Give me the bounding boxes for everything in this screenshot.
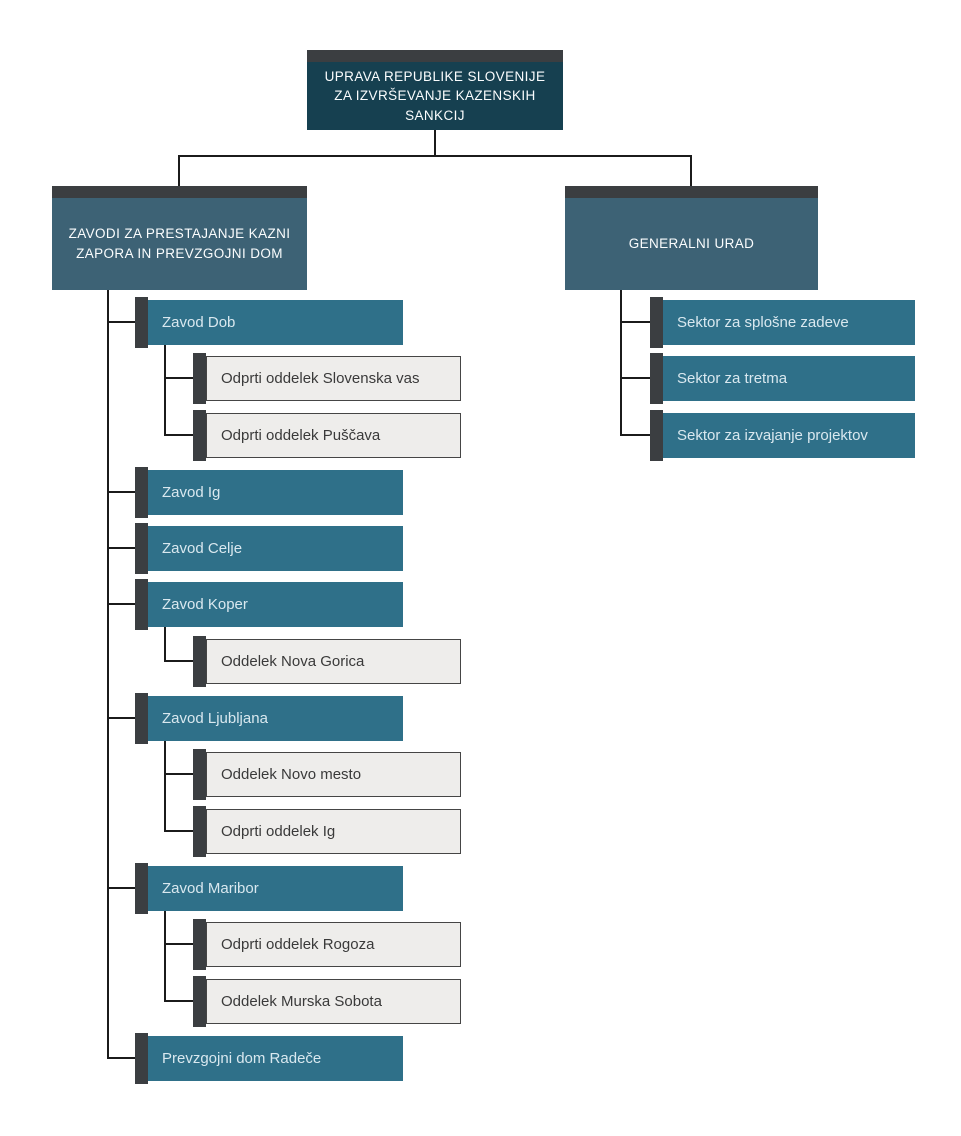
connector-line: [107, 547, 135, 549]
node-side-bar: [650, 297, 663, 348]
node-label: Sektor za tretma: [677, 370, 788, 387]
connector-line: [164, 345, 166, 436]
node-side-bar: [193, 353, 206, 404]
node-label: Zavod Koper: [162, 596, 248, 613]
org-node-odprti-oddelek-puscava: Odprti oddelek Puščava: [193, 410, 461, 461]
connector-line: [107, 321, 135, 323]
connector-line: [690, 155, 692, 186]
node-side-bar: [193, 410, 206, 461]
connector-line: [107, 887, 135, 889]
node-label: Sektor za splošne zadeve: [677, 314, 849, 331]
node-label: Prevzgojni dom Radeče: [162, 1050, 322, 1067]
org-node-sektor-izvajanje-projektov: Sektor za izvajanje projektov: [650, 410, 915, 461]
connector-line: [164, 943, 193, 945]
org-node-generalni-urad: GENERALNI URAD: [565, 186, 818, 290]
connector-line: [620, 434, 650, 436]
connector-line: [164, 830, 193, 832]
org-node-zavod-maribor: Zavod Maribor: [135, 863, 403, 914]
org-node-sektor-splosne-zadeve: Sektor za splošne zadeve: [650, 297, 915, 348]
node-label: Odprti oddelek Puščava: [221, 427, 381, 444]
org-node-uprava-rs: UPRAVA REPUBLIKE SLOVENIJE ZA IZVRŠEVANJ…: [307, 50, 563, 130]
org-node-zavod-ig: Zavod Ig: [135, 467, 403, 518]
connector-line: [164, 773, 193, 775]
org-node-zavod-celje: Zavod Celje: [135, 523, 403, 574]
node-side-bar: [650, 353, 663, 404]
connector-line: [107, 290, 109, 1059]
node-label: Zavod Ig: [162, 484, 221, 501]
org-node-odprti-oddelek-slovenska-vas: Odprti oddelek Slovenska vas: [193, 353, 461, 404]
node-label: Zavod Ljubljana: [162, 710, 268, 727]
org-node-zavodi: ZAVODI ZA PRESTAJANJE KAZNI ZAPORA IN PR…: [52, 186, 307, 290]
connector-line: [178, 155, 180, 186]
connector-line: [164, 434, 193, 436]
org-node-oddelek-murska-sobota: Oddelek Murska Sobota: [193, 976, 461, 1027]
node-label: Odprti oddelek Ig: [221, 823, 336, 840]
node-label: Oddelek Nova Gorica: [221, 653, 365, 670]
node-label: Zavod Dob: [162, 314, 236, 331]
node-side-bar: [193, 636, 206, 687]
node-label: Sektor za izvajanje projektov: [677, 427, 868, 444]
node-side-bar: [650, 410, 663, 461]
connector-line: [164, 660, 193, 662]
node-label: GENERALNI URAD: [628, 236, 755, 252]
node-header-strip: [52, 186, 307, 198]
connector-line: [164, 741, 166, 832]
node-side-bar: [135, 297, 148, 348]
org-node-oddelek-nova-gorica: Oddelek Nova Gorica: [193, 636, 461, 687]
node-label: Zavod Celje: [162, 540, 243, 557]
node-side-bar: [135, 523, 148, 574]
node-label: Oddelek Murska Sobota: [221, 993, 382, 1010]
node-side-bar: [193, 976, 206, 1027]
node-side-bar: [193, 806, 206, 857]
org-node-sektor-tretma: Sektor za tretma: [650, 353, 915, 404]
org-node-oddelek-novo-mesto: Oddelek Novo mesto: [193, 749, 461, 800]
connector-line: [178, 155, 692, 157]
node-label: Oddelek Novo mesto: [221, 766, 362, 783]
org-node-odprti-oddelek-rogoza: Odprti oddelek Rogoza: [193, 919, 461, 970]
connector-line: [107, 603, 135, 605]
node-side-bar: [135, 693, 148, 744]
node-side-bar: [135, 1033, 148, 1084]
node-label: UPRAVA REPUBLIKE SLOVENIJE ZA IZVRŠEVANJ…: [324, 68, 546, 123]
node-side-bar: [135, 863, 148, 914]
node-side-bar: [135, 579, 148, 630]
connector-line: [620, 321, 650, 323]
connector-line: [620, 377, 650, 379]
org-node-zavod-koper: Zavod Koper: [135, 579, 403, 630]
node-label: Odprti oddelek Slovenska vas: [221, 370, 420, 387]
org-node-odprti-oddelek-ig: Odprti oddelek Ig: [193, 806, 461, 857]
node-side-bar: [193, 919, 206, 970]
connector-line: [164, 911, 166, 1002]
connector-line: [434, 130, 436, 156]
org-node-zavod-dob: Zavod Dob: [135, 297, 403, 348]
node-label: Zavod Maribor: [162, 880, 259, 897]
connector-line: [164, 1000, 193, 1002]
connector-line: [107, 491, 135, 493]
connector-line: [620, 290, 622, 436]
node-side-bar: [135, 467, 148, 518]
org-node-prevzgojni-dom-radece: Prevzgojni dom Radeče: [135, 1033, 403, 1084]
node-header-strip: [307, 50, 563, 62]
node-label: Odprti oddelek Rogoza: [221, 936, 375, 953]
node-side-bar: [193, 749, 206, 800]
connector-line: [164, 377, 193, 379]
org-node-zavod-ljubljana: Zavod Ljubljana: [135, 693, 403, 744]
connector-line: [107, 1057, 135, 1059]
connector-line: [107, 717, 135, 719]
connector-line: [164, 627, 166, 662]
node-label: ZAVODI ZA PRESTAJANJE KAZNI ZAPORA IN PR…: [68, 226, 291, 261]
node-header-strip: [565, 186, 818, 198]
